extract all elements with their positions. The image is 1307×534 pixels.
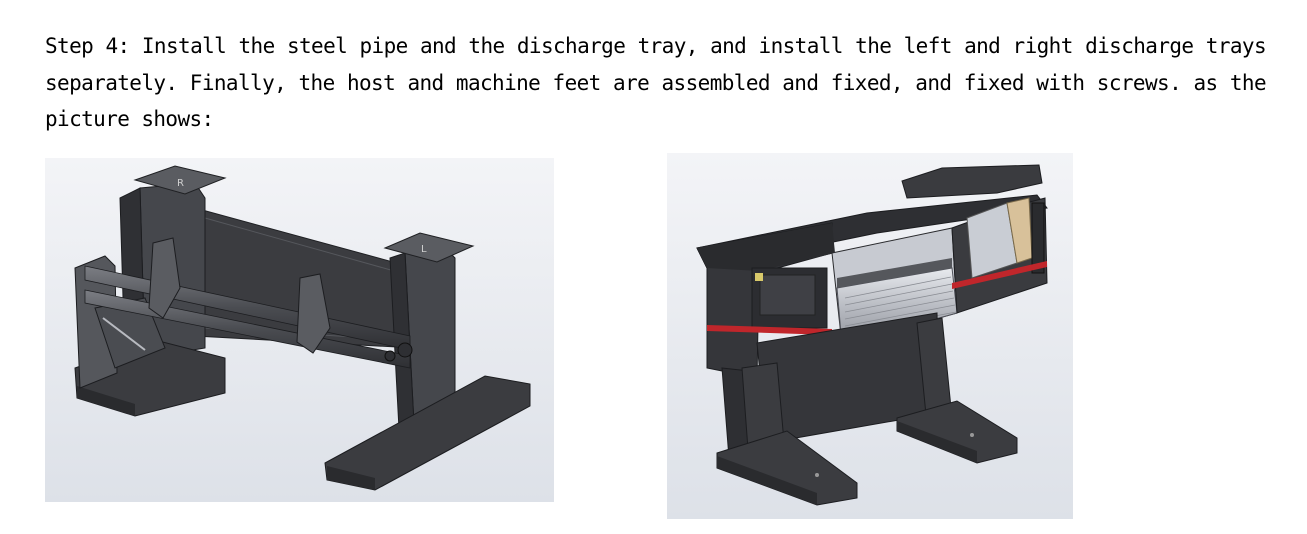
frame-assembly-figure: R L: [45, 158, 554, 502]
svg-text:R: R: [177, 178, 184, 189]
svg-text:L: L: [421, 244, 427, 255]
machine-frame-with-steel-pipe-render: R L: [45, 158, 554, 502]
instruction-paragraph: Step 4: Install the steel pipe and the d…: [45, 34, 1267, 131]
assembled-printer-on-feet-render: [667, 153, 1073, 519]
assembled-machine-figure: [667, 153, 1073, 519]
